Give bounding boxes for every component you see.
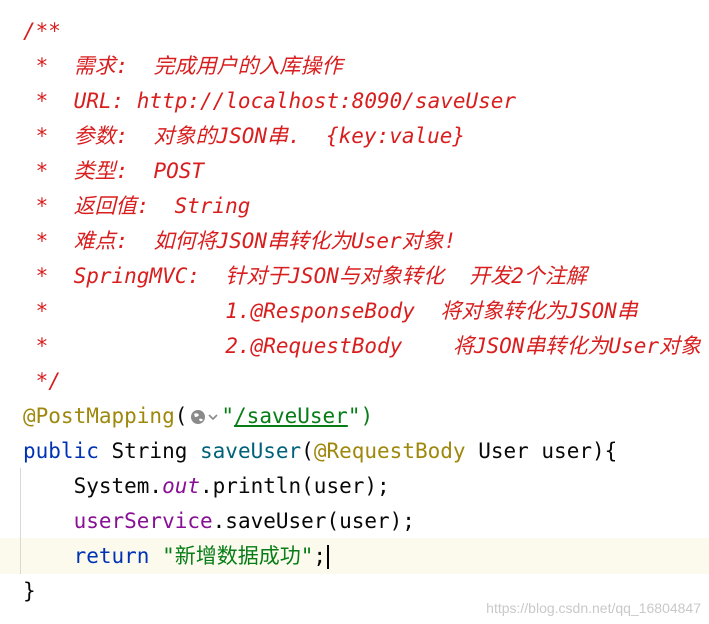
comment-line-return: * 返回值: String	[23, 194, 251, 218]
watermark: https://blog.csdn.net/qq_16804847	[486, 600, 701, 616]
comment-line-params: * 参数: 对象的JSON串. {key:value}	[23, 124, 466, 148]
globe-icon	[191, 410, 206, 424]
open-paren: (	[174, 404, 188, 428]
method-name[interactable]: saveUser	[200, 439, 302, 463]
save-user-call: .saveUser(user);	[212, 509, 415, 533]
request-path-link[interactable]: /saveUser	[234, 404, 348, 428]
user-service-field: userService	[23, 509, 213, 533]
indent-guide	[20, 468, 21, 574]
semicolon: ;	[313, 544, 327, 568]
comment-line-url: * URL: http://localhost:8090/saveUser	[23, 89, 517, 113]
method-signature-line: public String saveUser(@RequestBody User…	[23, 434, 617, 469]
comment-line-requirement: * 需求: 完成用户的入库操作	[23, 54, 343, 78]
current-line-highlight	[0, 538, 709, 574]
out-field: out	[162, 474, 201, 498]
return-string: "新增数据成功"	[162, 544, 314, 568]
param-open-paren: (	[301, 439, 314, 463]
service-call-line: userService.saveUser(user);	[23, 504, 415, 539]
comment-close: */	[23, 369, 61, 393]
system-class: System.	[23, 474, 163, 498]
path-quote-open: "	[221, 404, 235, 428]
post-mapping-line: @PostMapping( "/saveUser")	[23, 399, 373, 434]
comment-line-responsebody: * 1.@ResponseBody 将对象转化为JSON串	[23, 299, 638, 323]
comment-line-type: * 类型: POST	[23, 159, 205, 183]
request-body-annotation: @RequestBody	[313, 439, 466, 463]
println-line: System.out.println(user);	[23, 469, 390, 504]
public-keyword: public	[23, 439, 99, 463]
post-mapping-annotation: @PostMapping	[23, 404, 175, 428]
comment-line-requestbody: * 2.@RequestBody 将JSON串转化为User对象	[23, 334, 702, 358]
url-options-button[interactable]	[189, 408, 219, 426]
return-space	[149, 544, 162, 568]
closing-brace: }	[23, 579, 36, 603]
println-call: .println(user);	[200, 474, 390, 498]
text-caret	[327, 545, 330, 569]
path-quote-close: ")	[347, 404, 374, 428]
comment-open: /**	[23, 19, 61, 43]
return-keyword: return	[23, 544, 150, 568]
return-type: String	[98, 439, 201, 463]
chevron-down-icon	[208, 414, 218, 421]
param-rest: User user){	[465, 439, 618, 463]
comment-line-springmvc: * SpringMVC: 针对于JSON与对象转化 开发2个注解	[23, 264, 587, 288]
comment-line-difficulty: * 难点: 如何将JSON串转化为User对象!	[23, 229, 457, 253]
return-line: return "新增数据成功";	[23, 539, 330, 574]
